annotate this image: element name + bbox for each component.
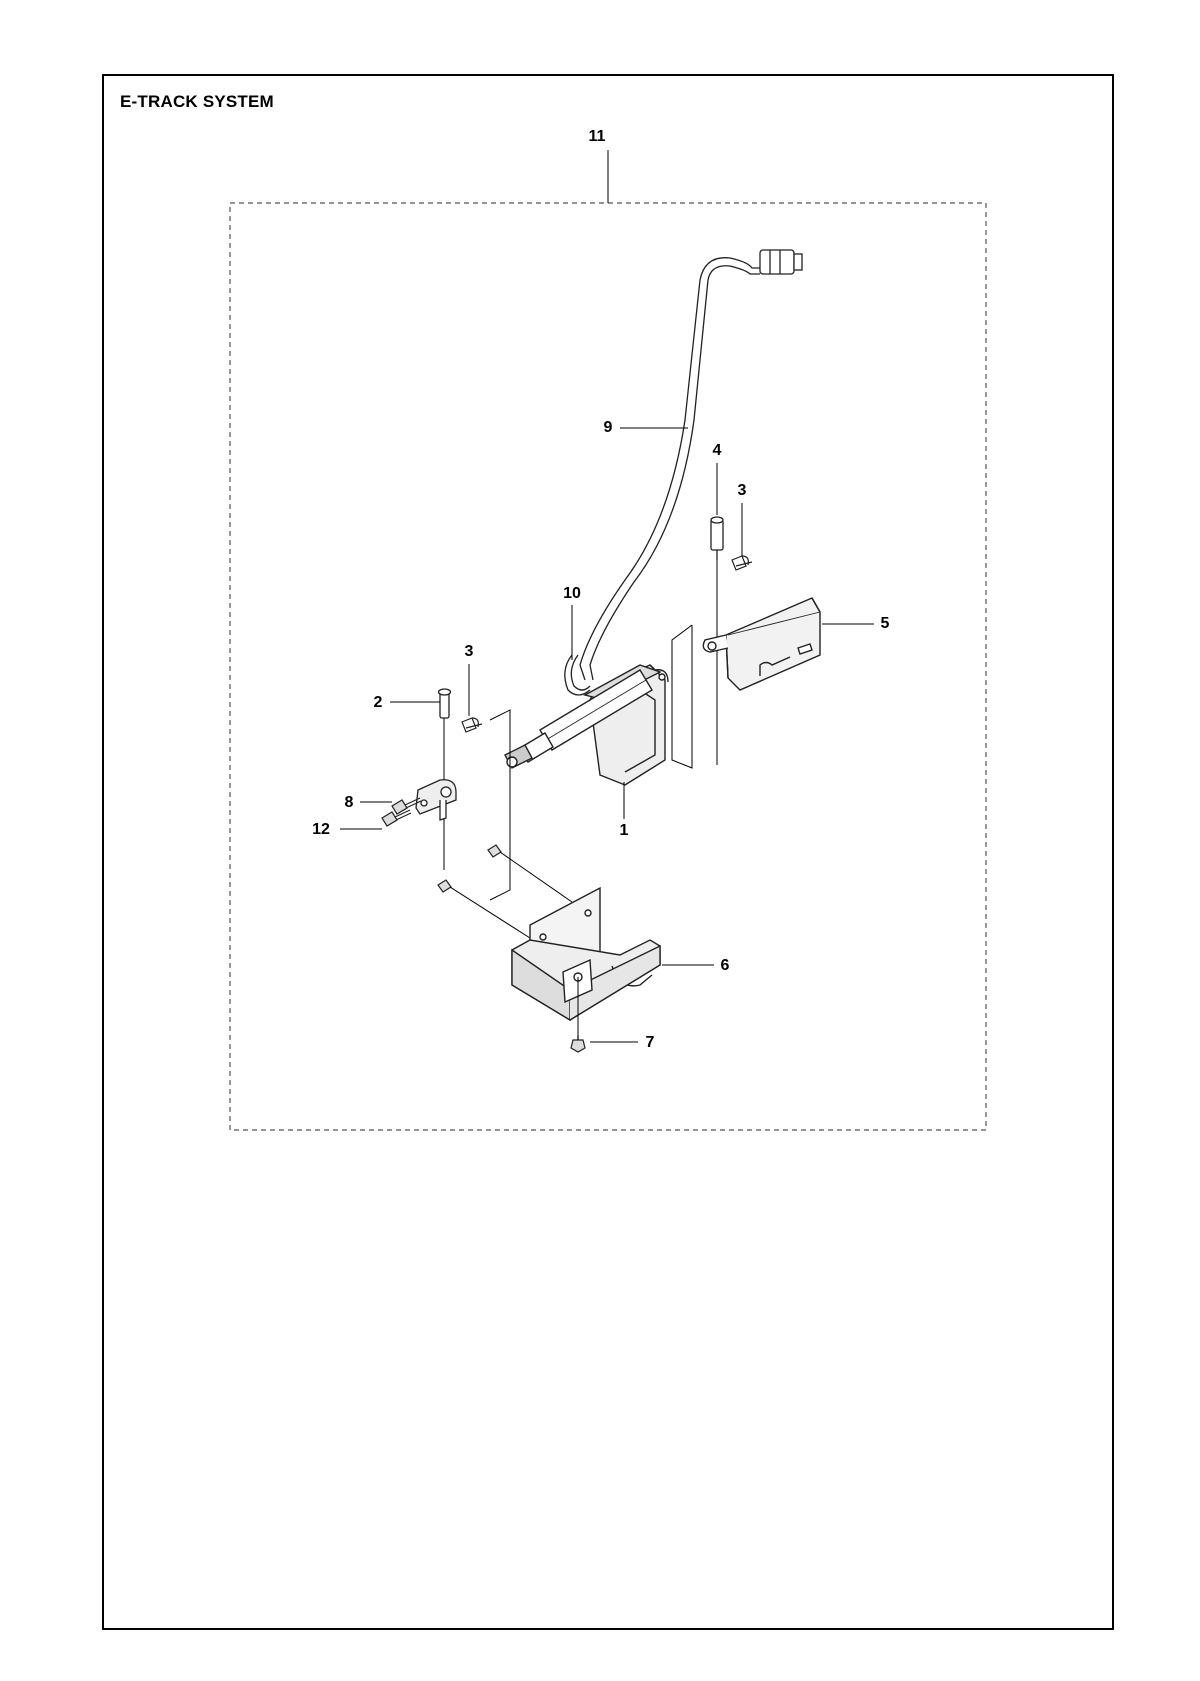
part-6-housing [511,886,661,1035]
callout-3-left: 3 [465,643,474,660]
callout-1: 1 [620,822,629,839]
callout-2: 2 [374,694,383,711]
housing-bolts [437,844,573,939]
assembly-line-left [443,709,511,901]
part-12-bolt [381,797,422,827]
part-8-bracket [415,779,457,821]
callout-9: 9 [604,419,613,436]
diagram-title: E-TRACK SYSTEM [120,92,274,111]
callout-4: 4 [713,442,722,459]
callout-10: 10 [563,585,581,602]
part-3-clip-right [731,555,753,571]
part-4-pin [710,516,724,560]
part-10-clip [564,654,591,696]
part-2-pin [437,688,452,719]
callout-12: 12 [312,821,330,838]
part-1-actuator [504,664,669,786]
assembly-line-right [671,560,718,769]
callout-7: 7 [646,1034,655,1051]
part-9-harness [579,249,803,681]
callout-8: 8 [345,794,354,811]
callout-3-right: 3 [738,482,747,499]
part-7-screw [570,1035,586,1053]
callout-6: 6 [721,957,730,974]
callout-5: 5 [881,615,890,632]
callout-11: 11 [589,128,606,145]
page-frame [102,74,1114,1630]
part-5-cover [702,597,821,691]
part-3-clip-left [461,717,483,733]
